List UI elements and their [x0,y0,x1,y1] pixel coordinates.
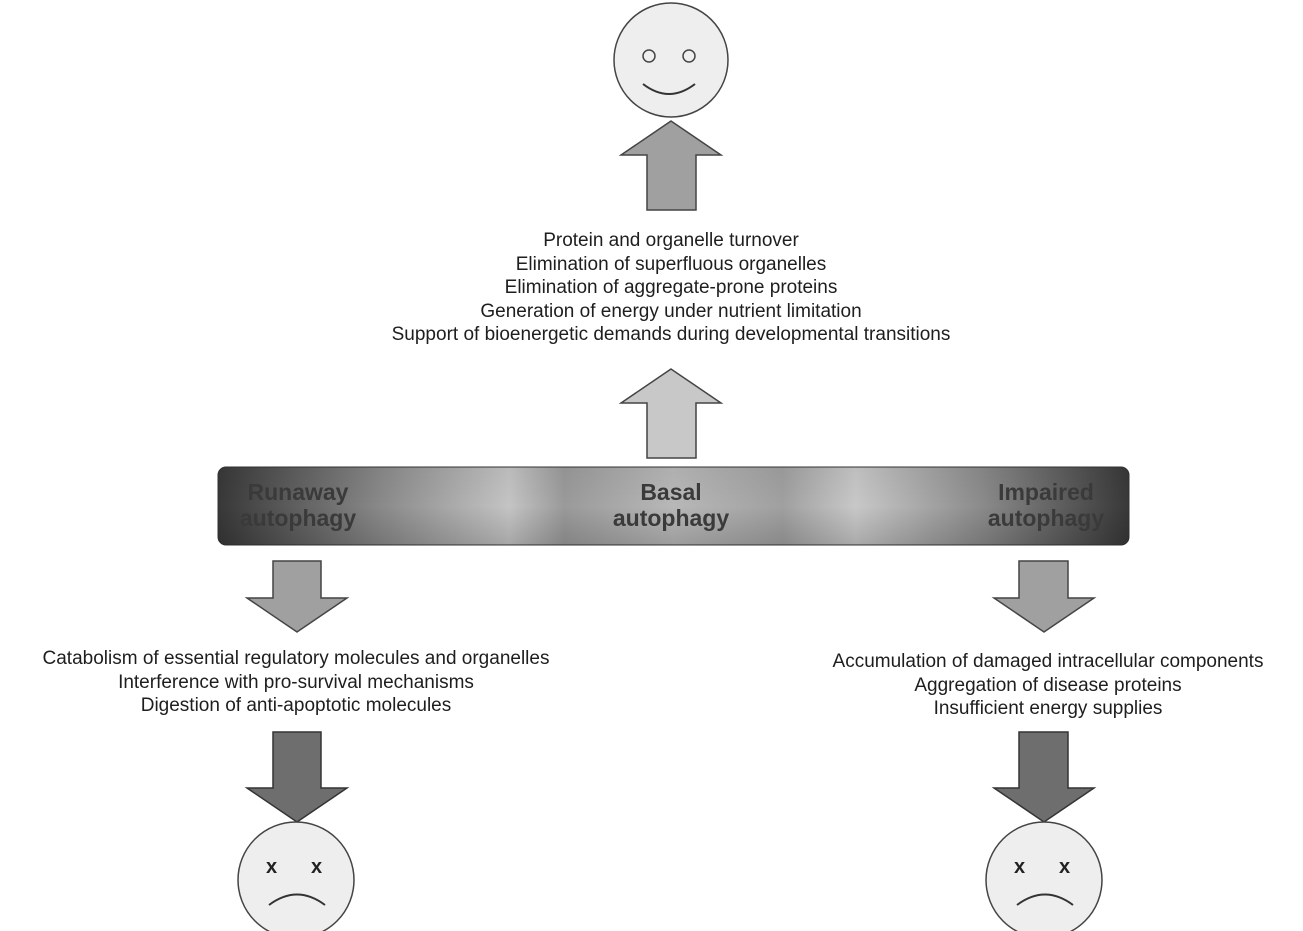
down-arrow-runaway-icon [244,560,350,633]
basal-effect-item: Protein and organelle turnover [543,230,799,251]
autophagy-spectrum-bar [217,466,1130,546]
down-arrow-left-dark-icon [244,731,350,823]
impaired-effect-item: Insufficient energy supplies [933,698,1163,719]
frown-mouth-right [1016,893,1074,906]
down-arrow-right-dark-icon [991,731,1097,823]
impaired-effect-item: Aggregation of disease proteins [914,674,1182,696]
runaway-effects-list: Catabolism of essential regulatory molec… [0,647,592,718]
frown-mouth-left [268,893,326,906]
basal-autophagy-label: Basal autophagy [612,479,730,531]
basal-effect-item: Elimination of aggregate-prone proteins [504,277,838,298]
sad-eye-right-2: x [1059,856,1071,878]
impaired-autophagy-label: Impaired autophagy [987,479,1105,531]
smile-mouth [642,83,696,95]
basal-effect-item: Support of bioenergetic demands during d… [391,324,951,345]
up-arrow-basal-icon [618,368,724,459]
happy-left-eye [642,49,656,63]
runaway-effect-item: Interference with pro-survival mechanism… [118,671,474,693]
sad-eye-left-1: x [266,856,278,878]
basal-effect-item: Elimination of superfluous organelles [515,253,827,275]
down-arrow-impaired-icon [991,560,1097,633]
up-arrow-top-icon [618,120,724,211]
sad-face-right-icon [985,821,1103,931]
happy-right-eye [682,49,696,63]
sad-eye-right-1: x [1014,856,1026,878]
runaway-effect-item: Digestion of anti-apoptotic molecules [140,695,452,716]
runaway-autophagy-label: Runaway autophagy [239,479,357,531]
sad-eye-left-2: x [311,856,323,878]
basal-effect-item: Generation of energy under nutrient limi… [480,300,862,322]
impaired-effects-list: Accumulation of damaged intracellular co… [796,650,1300,721]
basal-effects-list: Protein and organelle turnover Eliminati… [371,229,971,347]
happy-face-icon [613,2,729,118]
impaired-effect-item: Accumulation of damaged intracellular co… [832,651,1264,672]
runaway-effect-item: Catabolism of essential regulatory molec… [42,648,550,669]
sad-face-left-icon [237,821,355,931]
